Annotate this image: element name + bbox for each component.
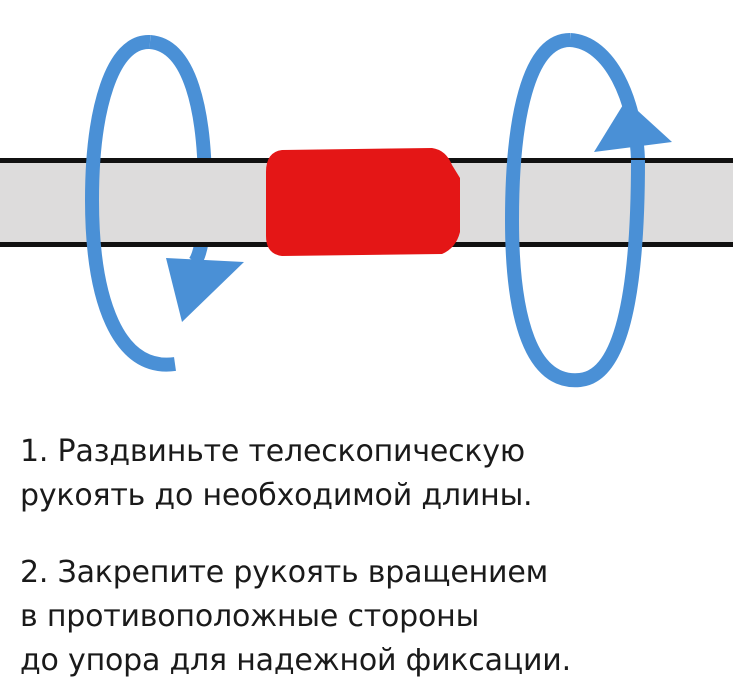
right-rotation-ring-front bbox=[504, 33, 645, 388]
step-2-line-3: до упора для надежной фиксации. bbox=[20, 643, 571, 678]
red-coupling bbox=[266, 148, 460, 256]
step-2-line-2: в противоположные стороны bbox=[20, 599, 480, 634]
step-1-line-2: рукоять до необходимой длины. bbox=[20, 478, 533, 513]
instruction-step-2: 2. Закрепите рукоять вращением в противо… bbox=[20, 551, 571, 683]
rotation-arrow-upward-icon bbox=[594, 100, 672, 152]
telescopic-handle-diagram bbox=[0, 33, 733, 388]
rotation-arrow-downward-icon bbox=[166, 258, 244, 322]
step-1-line-1: 1. Раздвиньте телескопическую bbox=[20, 434, 525, 469]
instruction-step-1: 1. Раздвиньте телескопическую рукоять до… bbox=[20, 430, 533, 518]
step-2-line-1: 2. Закрепите рукоять вращением bbox=[20, 555, 549, 590]
left-rotation-ring-front bbox=[84, 35, 176, 372]
